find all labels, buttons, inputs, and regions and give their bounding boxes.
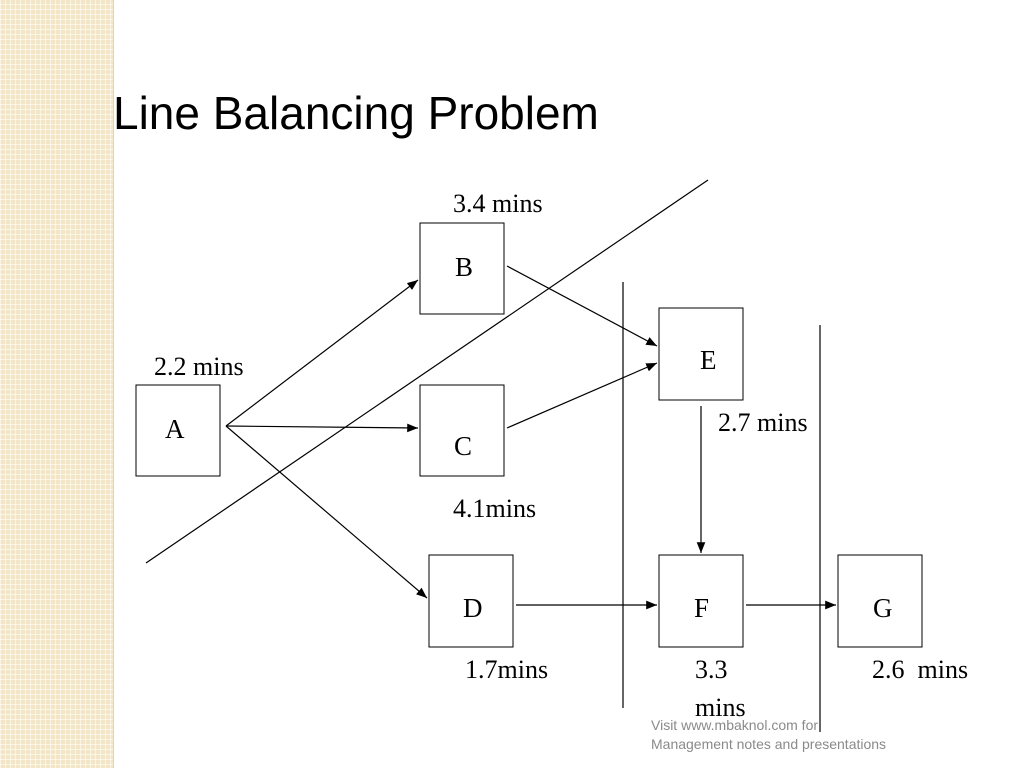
node-e-label: E bbox=[700, 345, 717, 375]
edge-b-e bbox=[506, 265, 658, 347]
node-g-time: 2.6 mins bbox=[872, 655, 968, 684]
node-e: E bbox=[658, 307, 744, 401]
node-f-label: F bbox=[694, 593, 709, 623]
node-a-time: 2.2 mins bbox=[154, 352, 244, 381]
node-f-time-line1: 3.3 bbox=[695, 655, 728, 684]
node-a-label: A bbox=[165, 414, 185, 444]
edge-a-c bbox=[225, 423, 419, 433]
footer-line-1: Visit www.mbaknol.com for bbox=[651, 717, 819, 733]
edge-a-d bbox=[225, 425, 428, 599]
station-cut-line-diagonal bbox=[145, 179, 709, 564]
node-g: G bbox=[837, 554, 923, 648]
footer-line-2: Management notes and presentations bbox=[651, 736, 887, 752]
node-d-label: D bbox=[463, 593, 483, 623]
node-e-time: 2.7 mins bbox=[718, 408, 808, 437]
node-b: B bbox=[419, 222, 505, 315]
node-f: F bbox=[658, 554, 744, 648]
node-d: D bbox=[428, 554, 514, 648]
decorative-side-strip bbox=[0, 0, 114, 768]
node-a: A bbox=[135, 384, 221, 477]
node-d-time: 1.7mins bbox=[465, 655, 548, 684]
node-c: C bbox=[419, 384, 505, 477]
node-g-label: G bbox=[873, 593, 893, 623]
node-c-time: 4.1mins bbox=[453, 494, 536, 523]
node-b-label: B bbox=[455, 252, 473, 282]
footer-credit: Visit www.mbaknol.com for Management not… bbox=[651, 716, 951, 754]
node-c-label: C bbox=[454, 431, 472, 461]
edge-a-b bbox=[225, 279, 419, 427]
edge-c-e bbox=[506, 362, 658, 429]
node-f-time-line2: mins bbox=[695, 693, 746, 722]
slide-title: Line Balancing Problem bbox=[113, 87, 599, 139]
node-b-time: 3.4 mins bbox=[453, 189, 543, 218]
